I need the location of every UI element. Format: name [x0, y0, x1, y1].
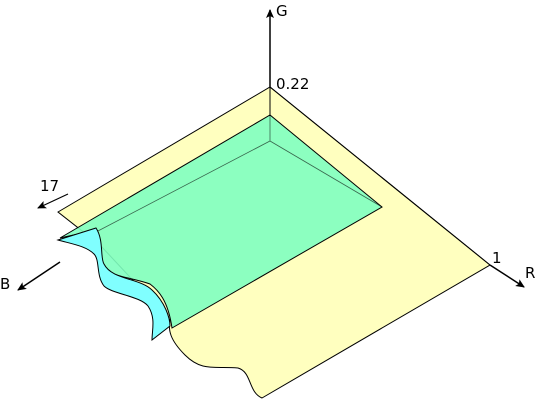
r-axis	[489, 264, 525, 288]
b-axis-label: B	[0, 275, 10, 293]
yellow-ridge	[269, 86, 491, 266]
b-tick-label: 17	[40, 177, 59, 195]
r-axis-label: R	[525, 264, 535, 282]
green-inner-edges	[95, 115, 383, 233]
b-tick-arrow	[37, 193, 69, 209]
g-axis-label: G	[276, 2, 288, 20]
g-tick-label: 0.22	[276, 75, 309, 93]
cyan-edge-surface	[56, 227, 171, 342]
b-axis	[17, 261, 61, 291]
r-tick-label: 1	[492, 249, 502, 267]
